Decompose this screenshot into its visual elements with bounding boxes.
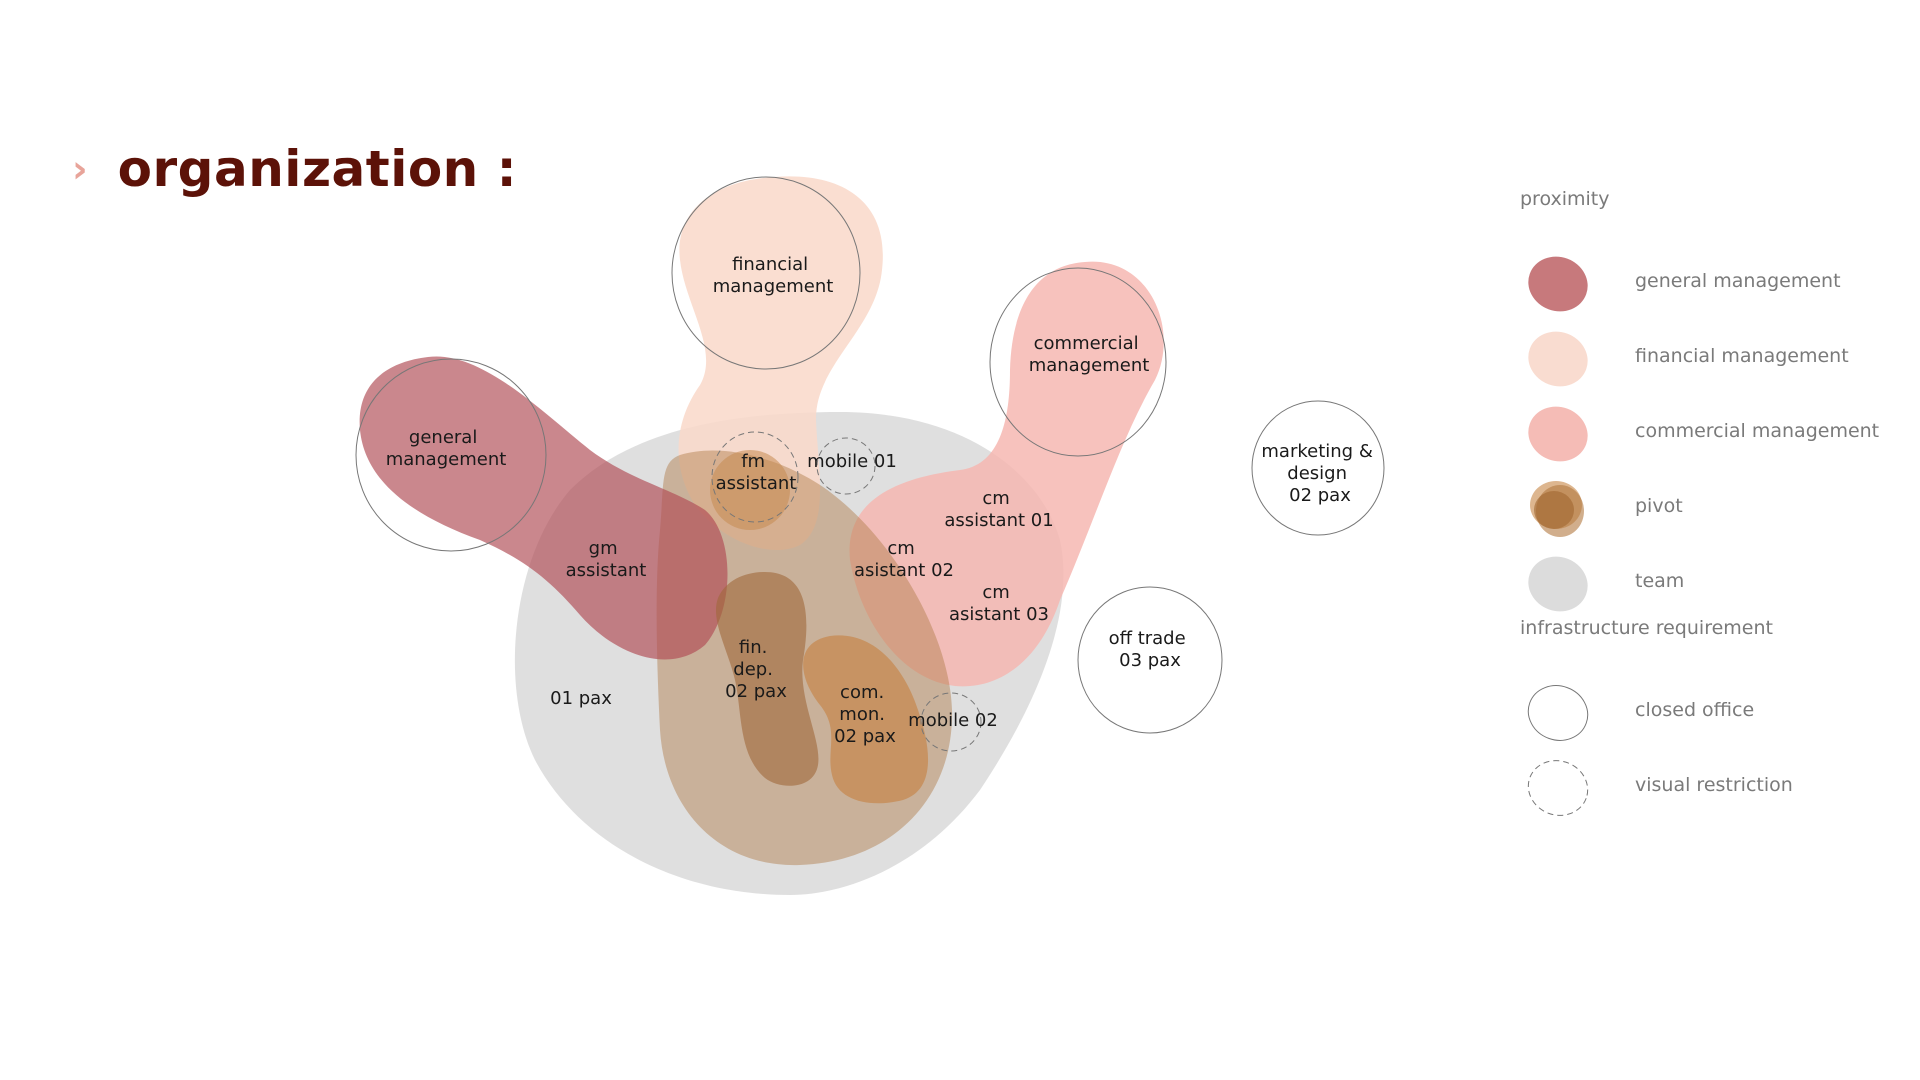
legend-item-general-management: general management — [1520, 252, 1920, 327]
com-mon-zone — [803, 635, 929, 804]
commercial-management-label: commercial management — [1029, 333, 1150, 376]
legend-item-closed-office: closed office — [1520, 681, 1920, 756]
cm-asistant-02-label: cm asistant 02 — [854, 538, 954, 581]
legend-item-commercial-management: commercial management — [1520, 402, 1920, 477]
marketing-design-office — [1251, 400, 1385, 536]
fm-assistant-restriction — [711, 431, 799, 523]
chevron-right-icon: › — [72, 147, 88, 191]
legend-label: commercial management — [1635, 420, 1880, 442]
legend-label: financial management — [1635, 345, 1849, 367]
team-swatch — [1528, 556, 1588, 612]
legend-label: closed office — [1635, 699, 1755, 721]
closed-office-swatch — [1527, 685, 1589, 741]
off-trade-label: off trade 03 pax — [1109, 628, 1192, 671]
pivot-swatch — [1530, 481, 1584, 537]
fin-dep-zone — [715, 572, 819, 786]
mobile-01-label: mobile 01 — [807, 451, 897, 472]
financial-management-swatch — [1528, 331, 1588, 387]
mobile-02-restriction — [920, 692, 982, 752]
fm-assistant-label: fm assistant — [716, 451, 797, 494]
commercial-management-office — [989, 267, 1167, 457]
commercial-management-zone — [849, 261, 1164, 687]
legend-label: pivot — [1635, 495, 1683, 517]
financial-management-label: financial management — [713, 254, 834, 297]
general-management-label: general management — [386, 427, 507, 470]
page-title-wrap: › organization : — [72, 140, 517, 198]
legend-label: visual restriction — [1635, 774, 1793, 796]
commercial-management-swatch — [1528, 406, 1588, 462]
legend: proximity general management financial m… — [1520, 188, 1920, 831]
com-mon-label: com. mon. 02 pax — [834, 682, 896, 747]
marketing-design-label: marketing & design 02 pax — [1261, 441, 1378, 506]
cm-asistant-03-label: cm asistant 03 — [949, 582, 1049, 625]
fin-dep-label: fin. dep. 02 pax — [725, 637, 787, 702]
financial-management-office — [671, 176, 861, 370]
fm-assistant-zone — [710, 450, 790, 530]
legend-label: team — [1635, 570, 1685, 592]
cm-assistant-01-label: cm assistant 01 — [944, 488, 1053, 531]
general-management-zone — [359, 356, 728, 660]
gm-assistant-label: gm assistant — [566, 538, 647, 581]
visual-restriction-swatch — [1527, 760, 1589, 816]
legend-label: general management — [1635, 270, 1841, 292]
legend-heading-proximity: proximity — [1520, 188, 1610, 210]
page-title: organization : — [117, 140, 518, 198]
general-management-swatch — [1528, 256, 1588, 312]
legend-heading-infrastructure: infrastructure requirement — [1520, 617, 1773, 639]
legend-item-financial-management: financial management — [1520, 327, 1920, 402]
legend-item-visual-restriction: visual restriction — [1520, 756, 1920, 831]
off-trade-office — [1077, 586, 1223, 734]
team-pax-label: 01 pax — [550, 688, 612, 709]
legend-item-pivot: pivot — [1520, 477, 1920, 552]
general-management-office — [355, 358, 547, 552]
mobile-01-restriction — [816, 437, 876, 495]
legend-item-team: team — [1520, 552, 1920, 627]
mobile-02-label: mobile 02 — [908, 710, 998, 731]
